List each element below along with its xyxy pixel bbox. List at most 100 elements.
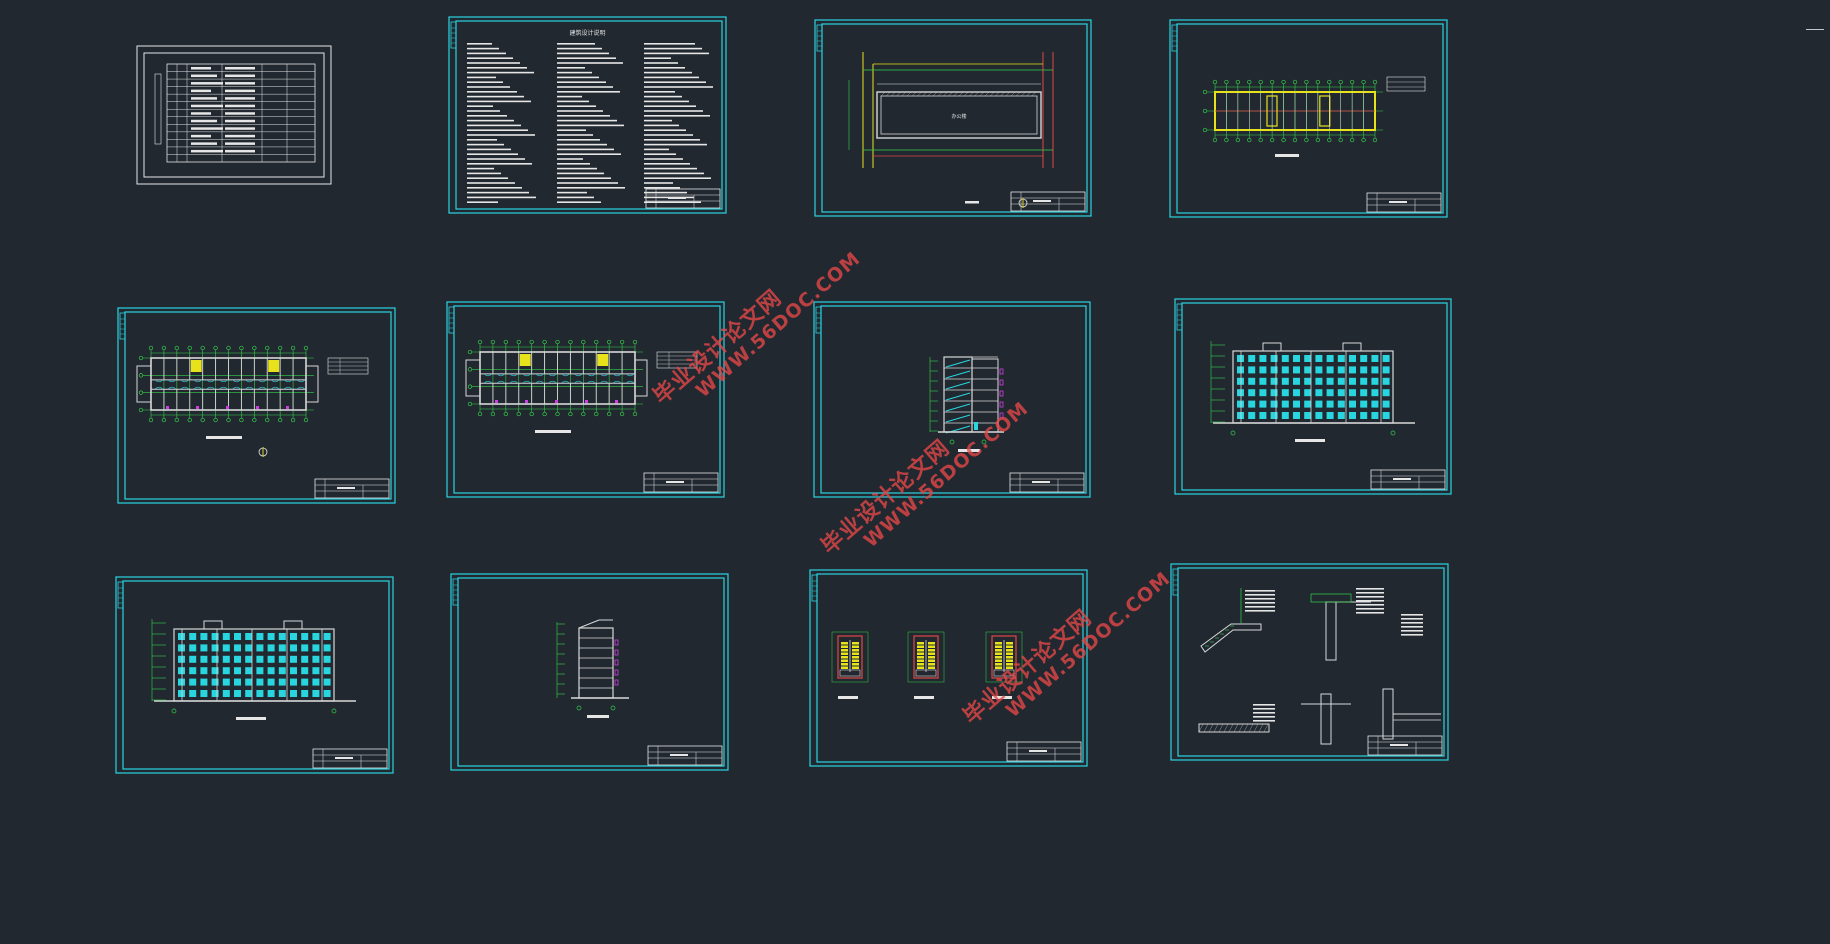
sheet-outer-border <box>117 307 396 504</box>
office-building-footprint <box>876 91 1042 139</box>
sheet-inner-border <box>821 23 1088 213</box>
legend-table <box>656 351 698 369</box>
binding-strip <box>815 306 822 334</box>
sheet-outer-border <box>446 301 725 498</box>
title-block <box>647 745 723 766</box>
title-block <box>1370 469 1446 490</box>
binding-strip <box>117 581 124 609</box>
index-outer-border <box>136 45 332 185</box>
sheet-roof-plan[interactable] <box>1169 19 1448 218</box>
sheet-design-notes[interactable]: 建筑设计说明 <box>448 16 727 214</box>
sheet-outer-border <box>814 19 1092 217</box>
sheet-construction-details[interactable] <box>1170 563 1449 761</box>
sheet-outer-border <box>450 573 729 771</box>
sheet-stair-details[interactable] <box>809 569 1088 767</box>
elevation-caption <box>236 717 266 720</box>
detail-drawings <box>1198 588 1441 745</box>
sheet-inner-border <box>453 305 721 494</box>
index-inner-border <box>143 52 325 178</box>
title-block <box>314 478 390 499</box>
north-arrow-icon <box>258 447 268 457</box>
axis-bubble <box>171 708 177 714</box>
level-markers <box>151 619 166 701</box>
sheet-standard-floor-plan[interactable] <box>446 301 725 498</box>
elevation-drawing <box>154 620 356 702</box>
site-plan-drawing: 办公楼 <box>848 52 1054 168</box>
site-caption <box>965 201 979 204</box>
notes-heading: 建筑设计说明 <box>569 29 605 37</box>
axis-bubble <box>1230 430 1236 436</box>
binding-strip <box>450 21 457 49</box>
floor-plan-walls <box>465 351 648 405</box>
stair-core <box>597 354 609 366</box>
notes-text-block <box>467 43 713 203</box>
binding-strip <box>452 578 459 606</box>
title-block <box>1009 472 1085 493</box>
stair-plan-2 <box>907 631 945 683</box>
binding-strip <box>1176 303 1183 331</box>
sheet-side-elevation[interactable] <box>450 573 729 771</box>
title-block <box>312 748 388 769</box>
stair-plan-1 <box>831 631 869 683</box>
index-table <box>154 63 316 163</box>
stair-core <box>190 360 202 372</box>
section-drawing <box>929 356 1004 445</box>
stair-caption <box>992 696 1012 699</box>
building-label: 办公楼 <box>951 113 966 120</box>
sheet-inner-border <box>124 311 392 500</box>
sheet-outer-border <box>809 569 1088 767</box>
plan-caption <box>535 430 571 433</box>
binding-strip <box>448 306 455 334</box>
level-markers <box>1210 341 1225 423</box>
floor-plan-walls <box>136 357 319 411</box>
axis-bubble <box>331 708 337 714</box>
side-elevation-drawing <box>556 619 629 711</box>
stair-caption <box>838 696 858 699</box>
legend-table <box>1386 76 1426 92</box>
binding-strip <box>816 24 823 52</box>
sheet-site-plan[interactable]: 办公楼 <box>814 19 1092 217</box>
axis-bubble <box>1390 430 1396 436</box>
sheet-inner-border <box>122 580 390 770</box>
legend-table <box>327 357 369 375</box>
sheet-outer-border <box>1174 298 1452 495</box>
sheet-outer-border <box>813 301 1091 498</box>
section-caption <box>958 449 980 452</box>
roof-caption <box>1275 154 1299 157</box>
sheet-inner-border <box>1177 567 1445 757</box>
sheet-ground-floor-plan[interactable] <box>117 307 396 504</box>
sheet-south-elevation[interactable] <box>1174 298 1452 495</box>
sheet-inner-border <box>816 573 1084 763</box>
sheet-inner-border <box>1181 302 1448 491</box>
binding-strip <box>119 312 126 340</box>
sheet-outer-border <box>448 16 727 214</box>
sheet-inner-border <box>455 20 723 210</box>
sheet-section-1-1[interactable] <box>813 301 1091 498</box>
title-block <box>1367 735 1443 756</box>
side-elevation-caption <box>587 715 609 718</box>
sheet-inner-border <box>457 577 725 767</box>
sheet-outer-border <box>1170 563 1449 761</box>
sheet-drawing-index[interactable] <box>136 45 332 185</box>
sheet-outer-border <box>1169 19 1448 218</box>
sheet-inner-border <box>820 305 1087 494</box>
title-block <box>1006 741 1082 762</box>
binding-strip <box>811 574 818 602</box>
stair-core <box>268 360 280 372</box>
sheet-north-elevation[interactable] <box>115 576 394 774</box>
binding-strip <box>1171 24 1178 52</box>
stair-caption <box>914 696 934 699</box>
window-edge-mark <box>1806 29 1824 30</box>
binding-strip <box>1172 568 1179 596</box>
roof-plan-drawing <box>1214 91 1376 131</box>
title-block <box>643 472 719 493</box>
title-block <box>1010 191 1086 212</box>
stair-plan-3 <box>985 631 1023 683</box>
elevation-drawing <box>1213 342 1415 424</box>
plan-caption <box>206 436 242 439</box>
sheet-inner-border <box>1176 23 1444 214</box>
title-block <box>1366 192 1442 213</box>
stair-core <box>519 354 531 366</box>
